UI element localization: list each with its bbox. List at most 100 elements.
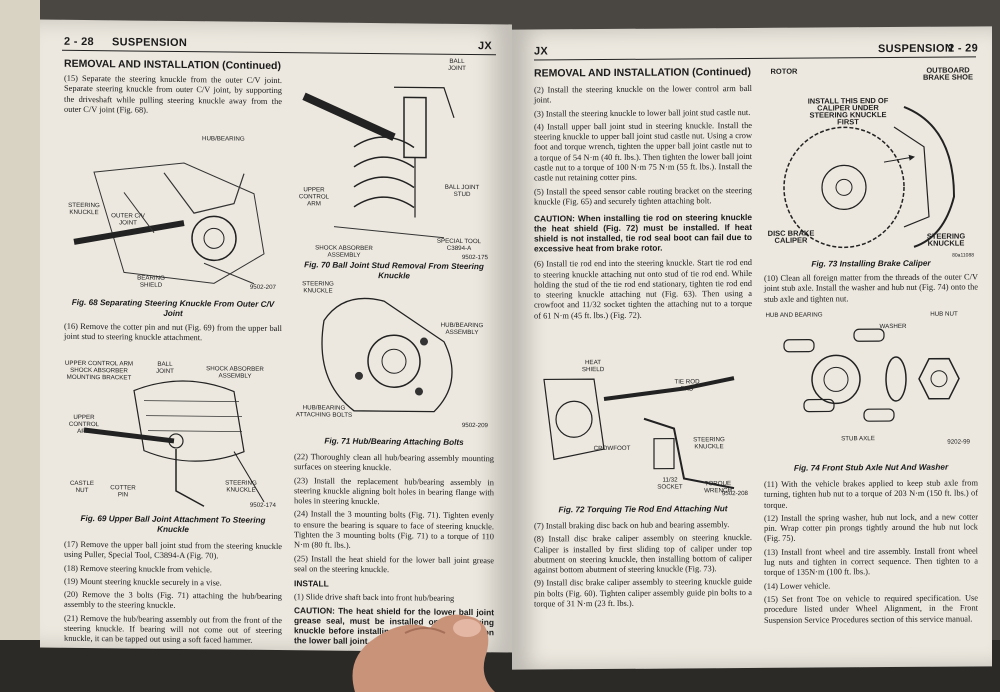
paragraph: (19) Mount steering knuckle securely in … — [64, 576, 222, 588]
fig70-caption: Fig. 70 Ball Joint Stud Removal From Ste… — [304, 260, 484, 281]
right-col1-top: (2) Install the steering knuckle on the … — [534, 84, 752, 325]
fig71-code: 9502-209 — [461, 421, 488, 430]
left-col1-bottom: (17) Remove the upper ball joint stud fr… — [64, 540, 282, 650]
fig69-label: UPPER CONTROL ARM SHOCK ABSORBER MOUNTIN… — [64, 359, 134, 382]
fig70-label: BALL JOINT — [448, 57, 466, 72]
right-header-section: SUSPENSION — [878, 42, 954, 56]
fig72-code: 9502-208 — [721, 490, 748, 498]
paragraph: (15) Set front Toe on vehicle to require… — [764, 593, 978, 625]
paragraph: (5) Install the speed sensor cable routi… — [534, 185, 752, 207]
fig72-label: HEAT SHIELD — [581, 359, 605, 374]
fig74-label: HUB AND BEARING — [765, 311, 823, 319]
install-heading: INSTALL — [294, 578, 329, 589]
fig72-caption: Fig. 72 Torquing Tie Rod End Attaching N… — [558, 504, 728, 515]
fig70-label: UPPER CONTROL ARM — [298, 186, 330, 208]
paragraph: (17) Remove the upper ball joint stud fr… — [64, 539, 282, 561]
fig74-label: WASHER — [879, 322, 907, 331]
fig68-illustration — [73, 162, 265, 285]
right-header-model: JX — [534, 45, 549, 58]
fig72-label: 11/32 SOCKET — [657, 476, 683, 491]
right-col2-top: (10) Clean all foreign matter from the t… — [764, 272, 978, 307]
fig71-caption: Fig. 71 Hub/Bearing Attaching Bolts — [324, 436, 464, 447]
paragraph: (13) Install front wheel and tire assemb… — [764, 546, 978, 578]
paragraph: (20) Remove the 3 bolts (Fig. 71) attach… — [64, 589, 282, 611]
fig73-label: ROTOR — [770, 66, 798, 76]
fig69-label: CASTLE NUT — [69, 479, 95, 495]
fig73-label: OUTBOARD BRAKE SHOE — [922, 65, 973, 82]
fig74-code: 9202-99 — [947, 438, 970, 446]
fig68-label: HUB/BEARING — [202, 135, 245, 143]
fig70-label: SHOCK ABSORBER ASSEMBLY — [315, 244, 373, 259]
paragraph: (14) Lower vehicle. — [764, 581, 831, 591]
paragraph: (25) Install the heat shield for the low… — [294, 553, 494, 575]
fig69-label: COTTER PIN — [110, 484, 136, 499]
figure-69: UPPER CONTROL ARM SHOCK ABSORBER MOUNTIN… — [64, 360, 282, 512]
right-col2-bottom: (11) With the vehicle brakes applied to … — [764, 478, 978, 628]
paragraph: (18) Remove steering knuckle from vehicl… — [64, 563, 212, 574]
fig74-illustration — [783, 328, 960, 422]
right-page: JX SUSPENSION 2 - 29 REMOVAL AND INSTALL… — [512, 26, 992, 670]
fig70-illustration — [302, 86, 455, 239]
paragraph: (12) Install the spring washer, hub nut … — [764, 512, 978, 544]
paragraph: (24) Install the 3 mounting bolts (Fig. … — [294, 509, 494, 551]
left-page-number: 2 - 28 — [64, 35, 94, 49]
paragraph: (8) Install disc brake caliper assembly … — [534, 533, 752, 575]
fig69-label: STEERING KNUCKLE — [225, 479, 257, 494]
left-section-title: REMOVAL AND INSTALLATION (Continued) — [64, 57, 281, 73]
paragraph: (4) Install upper ball joint stud in ste… — [534, 120, 752, 183]
fig69-label: SHOCK ABSORBER ASSEMBLY — [206, 365, 264, 380]
fig69-label: UPPER CONTROL ARM — [68, 413, 100, 436]
caution-text: CAUTION: When installing tie rod on stee… — [534, 212, 752, 254]
fig68-label: STEERING KNUCKLE — [68, 201, 100, 217]
fig72-label: CROWFOOT — [593, 444, 631, 453]
fig70-label: BALL JOINT STUD — [444, 183, 480, 199]
paragraph: (3) Install the steering knuckle to lowe… — [534, 107, 751, 119]
fig73-label: STEERING KNUCKLE — [926, 231, 966, 248]
fig73-illustration — [783, 106, 956, 249]
paragraph: (11) With the vehicle brakes applied to … — [764, 478, 978, 510]
left-col1-mid: (16) Remove the cotter pin and nut (Fig.… — [64, 322, 282, 348]
figure-71: STEERING KNUCKLE HUB/BEARING ASSEMBLY HU… — [294, 280, 494, 432]
fig72-illustration — [543, 376, 735, 490]
figure-68: HUB/BEARING STEERING KNUCKLE OUTER C/V J… — [64, 132, 282, 294]
fig68-code: 9502-207 — [249, 283, 276, 291]
left-header-model: JX — [477, 40, 492, 53]
paragraph: (6) Install tie rod end into the steerin… — [534, 258, 752, 321]
paragraph: (9) Install disc brake caliper assembly … — [534, 577, 752, 609]
fig72-label: TIE ROD END — [674, 378, 700, 393]
fig74-label: HUB NUT — [930, 310, 958, 318]
left-page: 2 - 28 SUSPENSION JX REMOVAL AND INSTALL… — [40, 19, 512, 653]
paragraph: (23) Install the replacement hub/bearing… — [294, 475, 494, 507]
finger-image — [352, 614, 495, 692]
right-section-title: REMOVAL AND INSTALLATION (Continued) — [534, 66, 751, 80]
figure-73: ROTOR OUTBOARD BRAKE SHOE INSTALL THIS E… — [764, 65, 978, 263]
figure-74: HUB AND BEARING WASHER HUB NUT STUB AXLE… — [764, 308, 978, 457]
paragraph: (21) Remove the hub/bearing assembly out… — [64, 613, 282, 646]
fig71-label: STEERING KNUCKLE — [302, 280, 334, 295]
paragraph: (7) Install braking disc back on hub and… — [534, 520, 730, 531]
fig73-label: INSTALL THIS END OF CALIPER UNDER STEERI… — [807, 96, 889, 127]
fig68-label: BEARING SHIELD — [137, 274, 165, 289]
left-header-rule — [62, 49, 496, 56]
paragraph: (2) Install the steering knuckle on the … — [534, 84, 752, 105]
right-page-number: 2 - 29 — [948, 42, 978, 55]
fig71-label: HUB/BEARING ASSEMBLY — [440, 321, 484, 337]
right-header-rule — [534, 56, 976, 61]
fig68-label: OUTER C/V JOINT — [111, 212, 145, 227]
right-col1-bottom: (7) Install braking disc back on hub and… — [534, 520, 752, 613]
fig71-label: HUB/BEARING ATTACHING BOLTS — [295, 404, 353, 419]
paragraph: (16) Remove the cotter pin and nut (Fig.… — [64, 321, 282, 343]
fig68-caption: Fig. 68 Separating Steering Knuckle From… — [71, 297, 275, 319]
fig73-caption: Fig. 73 Installing Brake Caliper — [811, 258, 931, 269]
fig69-illustration — [83, 380, 265, 507]
paragraph: (22) Thoroughly clean all hub/bearing as… — [294, 452, 494, 473]
fig70-label: SPECIAL TOOL C3894-A — [436, 237, 482, 253]
fig74-caption: Fig. 74 Front Stub Axle Nut And Washer — [793, 462, 949, 473]
fig69-caption: Fig. 69 Upper Ball Joint Attachment To S… — [80, 513, 266, 535]
fig73-label: DISC BRAKE CALIPER — [767, 228, 815, 245]
background-edge — [0, 0, 40, 692]
fig69-label: BALL JOINT — [156, 360, 174, 375]
paragraph: (10) Clean all foreign matter from the t… — [764, 272, 978, 304]
fig74-label: STUB AXLE — [841, 435, 875, 443]
paragraph: (15) Separate the steering knuckle from … — [64, 73, 282, 115]
